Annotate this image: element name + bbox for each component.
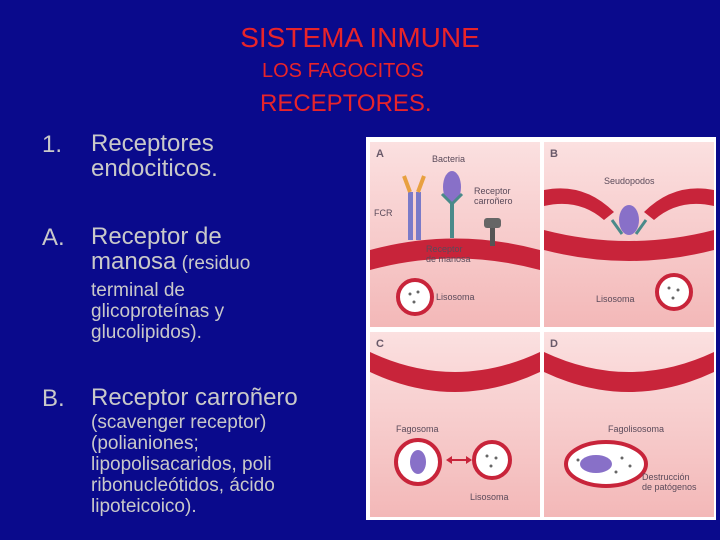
item-b-rest-1: (scavenger receptor) <box>91 412 267 433</box>
item-1-marker: 1. <box>42 131 63 158</box>
panel-a-letter: A <box>376 148 384 160</box>
panel-a: A Bacteria Receptor carroñero FCR Recept… <box>370 142 540 327</box>
label-bacteria: Bacteria <box>432 154 466 164</box>
item-b-rest-4: ribonucleótidos, ácido <box>91 475 275 496</box>
panel-c-letter: C <box>376 338 384 350</box>
item-a-text: Receptor de manosa (residuo terminal de … <box>91 224 250 343</box>
label-lisosoma-b: Lisosoma <box>596 294 635 304</box>
slide-subtitle-fagocitos: LOS FAGOCITOS <box>262 60 424 82</box>
panel-b-illustration <box>544 188 714 311</box>
panel-a-illustration <box>370 171 540 316</box>
item-b-marker: B. <box>42 385 65 412</box>
label-lisosoma-a: Lisosoma <box>436 292 475 302</box>
item-1-line1: Receptores <box>91 130 214 157</box>
item-b-text: Receptor carroñero (scavenger receptor) … <box>91 385 298 517</box>
item-a-marker: A. <box>42 224 65 251</box>
item-a-rest-1: terminal de <box>91 280 185 301</box>
slide-subtitle-receptores: RECEPTORES. <box>260 90 432 117</box>
item-1-text: Receptores endociticos. <box>91 131 218 181</box>
label-seudopodos: Seudopodos <box>604 176 655 186</box>
label-fagolisosoma: Fagolisosoma <box>608 424 665 434</box>
label-fagosoma: Fagosoma <box>396 424 439 434</box>
label-receptor-manosa: Receptor de manosa <box>426 244 471 264</box>
panel-c: C Fagosoma Lisosoma <box>370 332 540 517</box>
item-b-rest-2: (polianiones; <box>91 433 199 454</box>
item-a-line2: manosa (residuo <box>91 248 251 275</box>
slide-title: SISTEMA INMUNE <box>240 22 480 53</box>
panel-b: B Seudopodos Lisosoma <box>544 142 714 327</box>
item-b-rest-3: lipopolisacaridos, poli <box>91 454 272 475</box>
panel-d-letter: D <box>550 338 558 350</box>
label-fcr: FCR <box>374 208 393 218</box>
item-a-line1: Receptor de <box>91 223 222 250</box>
label-lisosoma-c: Lisosoma <box>470 492 509 502</box>
panel-d: D Fagolisosoma Destrucción de patógenos <box>544 332 714 517</box>
phagocytosis-figure: A Bacteria Receptor carroñero FCR Recept… <box>366 137 716 520</box>
item-a-rest-3: glucolipidos). <box>91 322 202 343</box>
item-1-line2: endociticos. <box>91 155 218 182</box>
item-b-rest-5: lipoteicoico). <box>91 496 197 517</box>
panel-d-illustration <box>544 352 714 488</box>
label-destruccion: Destrucción de patógenos <box>642 472 697 492</box>
item-a-rest-2: glicoproteínas y <box>91 301 225 322</box>
panel-b-letter: B <box>550 148 558 160</box>
panel-c-illustration <box>370 352 540 486</box>
label-receptor-carronero: Receptor carroñero <box>474 186 513 206</box>
item-b-line1: Receptor carroñero <box>91 384 298 411</box>
